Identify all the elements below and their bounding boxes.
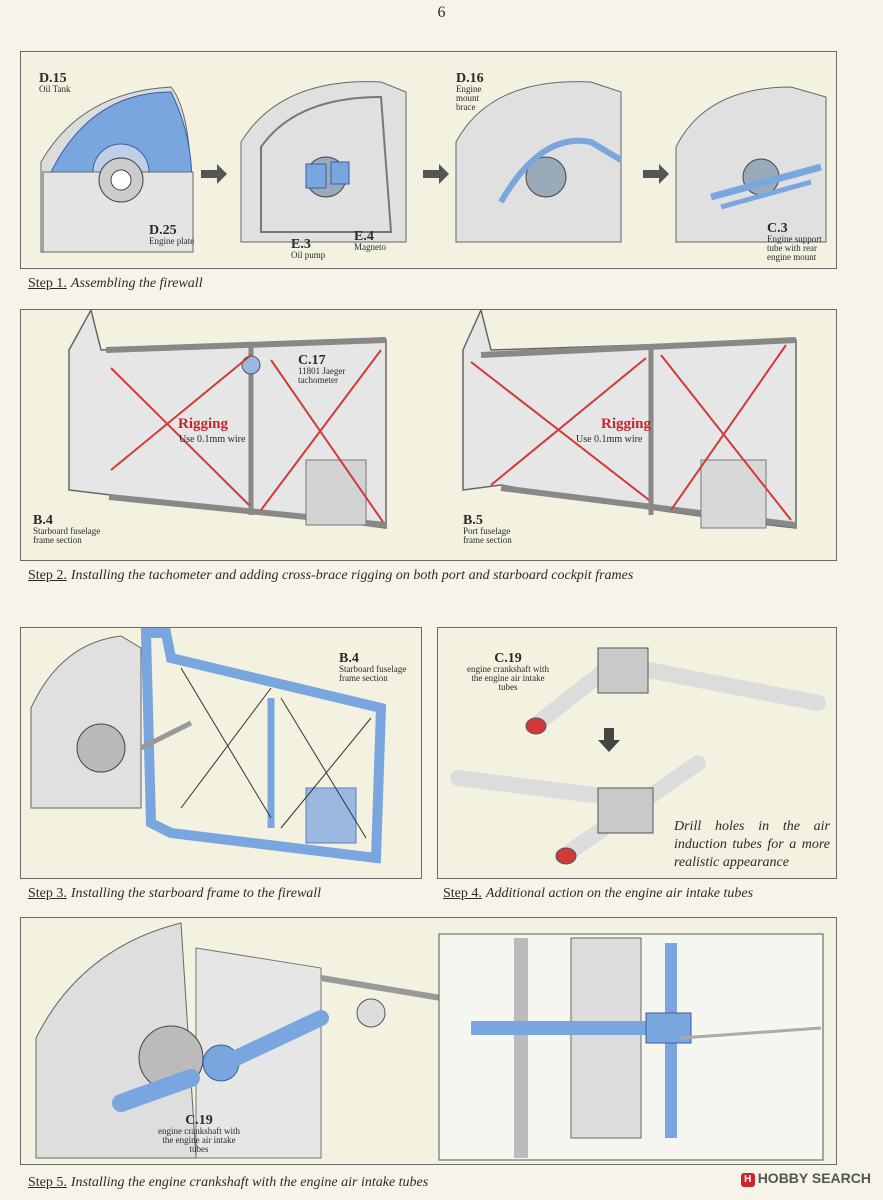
hobby-search-logo-icon: H	[740, 1173, 755, 1187]
rigging-left-label: Rigging	[178, 416, 229, 432]
arrow-3	[643, 164, 669, 184]
firewall-oil-tank-figure	[40, 86, 194, 253]
step5-caption: Step 5.Installing the engine crankshaft …	[28, 1175, 429, 1190]
engine-support-tube-figure	[675, 86, 827, 243]
step3-illustration	[30, 628, 387, 864]
port-frame-figure	[462, 310, 797, 529]
drill-note: Drill holes in the air induction tubes f…	[674, 819, 830, 870]
starboard-frame-figure	[68, 310, 387, 529]
rigging-left-sub: Use 0.1mm wire	[179, 434, 246, 445]
arrow-down	[598, 728, 620, 752]
rigging-right-sub: Use 0.1mm wire	[576, 434, 643, 445]
step1-caption: Step 1.Assembling the firewall	[28, 276, 203, 291]
rigging-right-label: Rigging	[601, 416, 652, 432]
step3-caption: Step 3.Installing the starboard frame to…	[28, 886, 322, 901]
page-number: 6	[437, 4, 446, 21]
firewall-back-figure	[240, 81, 407, 243]
step4-illustration	[450, 647, 826, 865]
step5-illustration	[35, 922, 824, 1161]
step2-illustration	[68, 310, 797, 529]
arrow-1	[201, 164, 227, 184]
arrow-2	[423, 164, 449, 184]
step4-caption: Step 4.Additional action on the engine a…	[443, 886, 754, 901]
engine-mount-brace-figure	[455, 81, 623, 243]
step1-illustration	[40, 81, 827, 253]
step2-caption: Step 2.Installing the tachometer and add…	[28, 568, 634, 583]
